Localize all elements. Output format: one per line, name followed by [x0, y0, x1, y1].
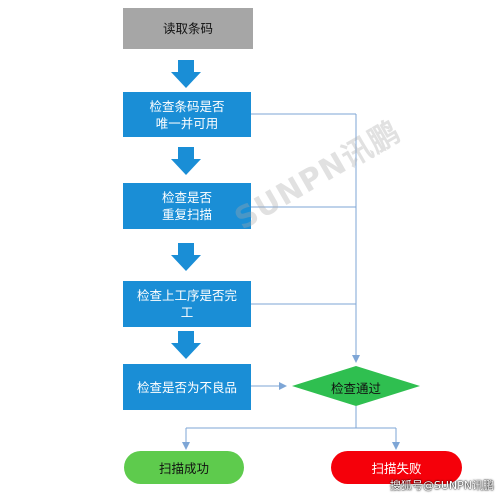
step-check-previous-process-label: 检查上工序是否完 工 — [136, 288, 237, 320]
outcome-failure: 扫描失败 — [331, 451, 462, 484]
step-check-defect-label: 检查是否为不良品 — [136, 379, 237, 395]
step-check-defect: 检查是否为不良品 — [123, 364, 251, 410]
side-connectors — [251, 113, 360, 390]
decision-diamond — [292, 366, 420, 406]
decision-label: 检查通过 — [330, 380, 381, 396]
step-check-duplicate: 检查是否 重复扫描 — [123, 183, 251, 229]
down-arrow-2 — [171, 147, 201, 175]
step-check-previous-process: 检查上工序是否完 工 — [123, 281, 251, 327]
down-arrow-1 — [171, 60, 201, 88]
down-arrow-4 — [171, 331, 201, 359]
source-credit: 搜狐号@SUNPN讯鹏 — [389, 479, 494, 492]
step-check-unique: 检查条码是否 唯一并可用 — [123, 92, 251, 137]
step-check-unique-label: 检查条码是否 唯一并可用 — [149, 98, 225, 131]
step-check-duplicate-label: 检查是否 重复扫描 — [161, 190, 212, 222]
step-read-barcode: 读取条码 — [123, 8, 253, 49]
outcome-success-label: 扫描成功 — [158, 461, 209, 476]
step-read-barcode-label: 读取条码 — [162, 21, 213, 36]
down-arrow-3 — [171, 243, 201, 271]
outcome-success: 扫描成功 — [124, 451, 244, 484]
outcome-failure-label: 扫描失败 — [371, 461, 422, 476]
outcome-connectors — [182, 406, 400, 450]
